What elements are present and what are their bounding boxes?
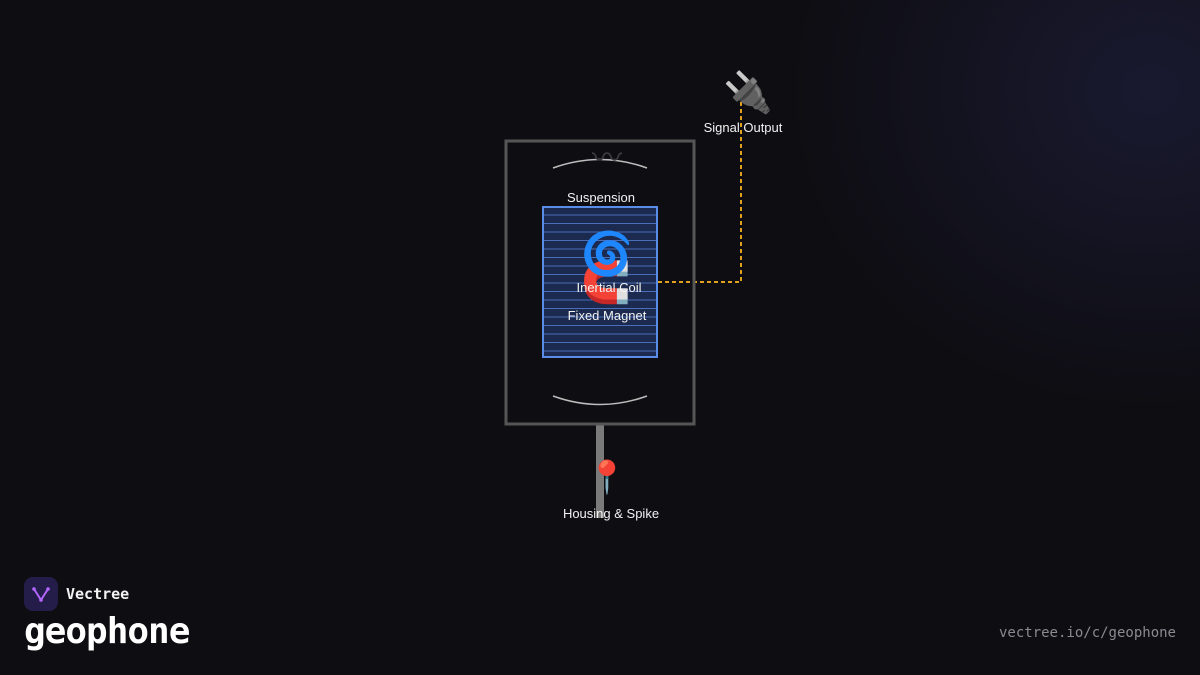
fixed-magnet-label: Fixed Magnet xyxy=(568,308,647,323)
spring-wave-icon: 〰 xyxy=(592,141,622,176)
signal-output-label: Signal Output xyxy=(704,120,783,135)
suspension-arc-top xyxy=(552,158,648,169)
housing-spike-label: Housing & Spike xyxy=(563,506,659,521)
electric-plug-icon: 🔌 xyxy=(723,69,773,116)
spike-rod xyxy=(596,424,604,518)
source-url: vectree.io/c/geophone xyxy=(998,625,1176,641)
coil-windings xyxy=(544,214,656,352)
housing-frame xyxy=(504,139,696,426)
suspension-label: Suspension xyxy=(567,190,635,205)
cyclone-coil-icon: 🌀 xyxy=(581,228,633,278)
magnet-icon: 🧲 xyxy=(581,259,631,306)
inertial-coil-label: Inertial Coil xyxy=(576,280,641,295)
pushpin-icon: 📍 xyxy=(587,458,627,496)
suspension-arc-bottom xyxy=(552,395,648,406)
brand-name: Vectree xyxy=(66,585,130,603)
brand: Vectree xyxy=(24,577,129,611)
signal-wire xyxy=(658,98,742,283)
page-title: geophone xyxy=(24,611,190,652)
vectree-logo-icon xyxy=(24,577,58,611)
